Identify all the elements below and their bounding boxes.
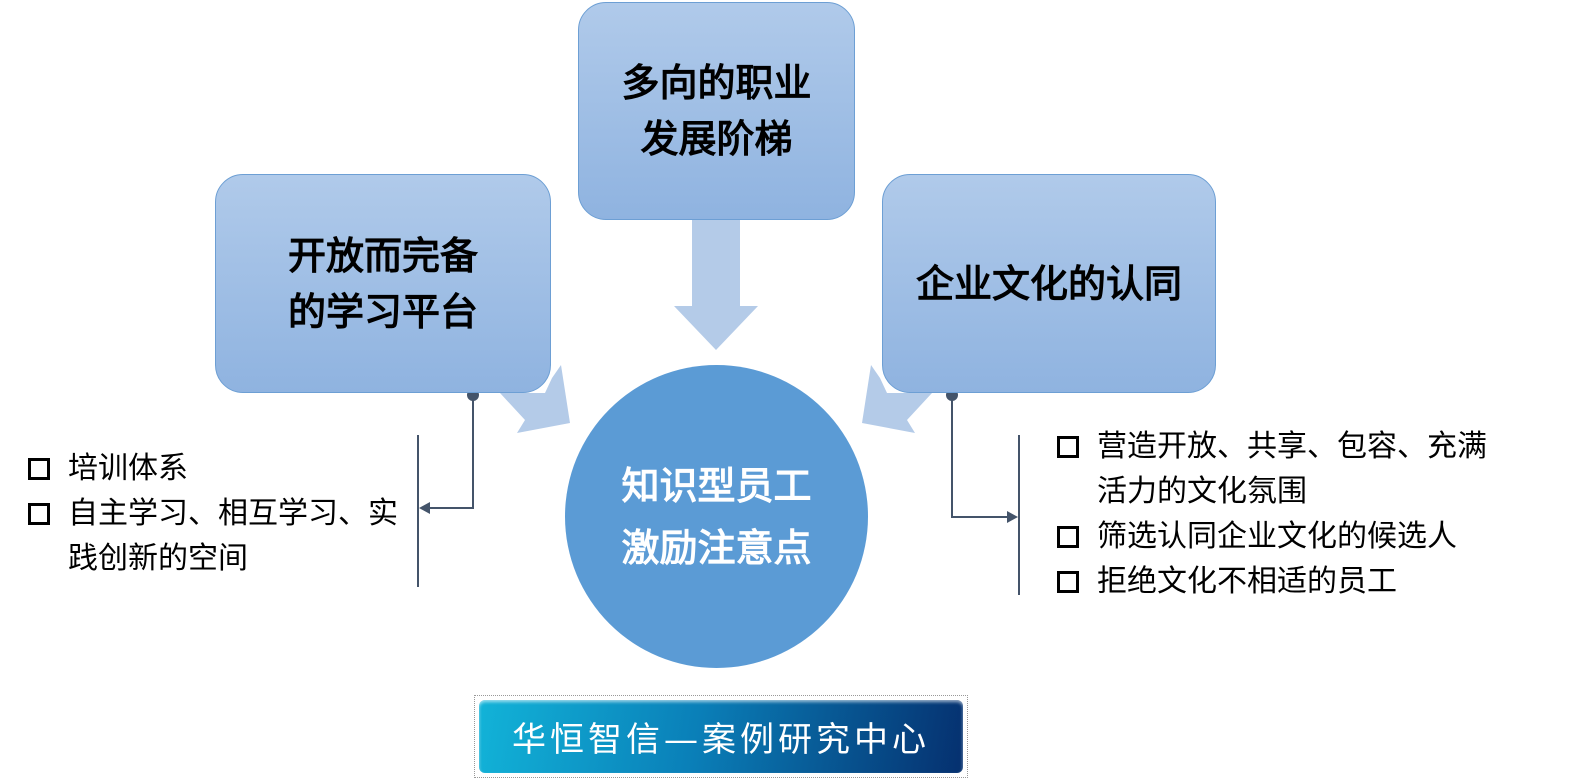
top-box-career-ladder: 多向的职业发展阶梯 [578,2,855,220]
down-arrow [674,220,758,350]
right-arrowhead [1007,511,1018,523]
list-item: 营造开放、共享、包容、充满活力的文化氛围 [1057,424,1557,514]
top-box-line2: 发展阶梯 [640,117,793,161]
list-item: 筛选认同企业文化的候选人 [1057,514,1557,559]
right-connector [951,395,1010,518]
top-box-line1: 多向的职业 [621,61,812,105]
list-item-text: 筛选认同企业文化的候选人 [1097,519,1457,554]
left-arrowhead [419,502,430,514]
list-item: 自主学习、相互学习、实践创新的空间 [28,491,418,581]
right-box-line1: 企业文化的认同 [915,261,1182,306]
center-line2: 激励注意点 [621,525,812,570]
center-line1: 知识型员工 [621,463,812,508]
list-item-text: 培训体系 [68,451,188,486]
footer-banner: 华恒智信—案例研究中心 [474,695,968,778]
checkbox-icon [1057,571,1079,593]
left-box-line2: 的学习平台 [287,289,478,334]
checkbox-icon [28,503,50,525]
center-circle: 知识型员工激励注意点 [565,365,868,668]
list-item-text: 营造开放、共享、包容、充满活力的文化氛围 [1097,429,1487,509]
list-item: 拒绝文化不相适的员工 [1057,559,1557,604]
left-connector [426,395,474,509]
left-diagonal-arrow [500,365,570,433]
banner-text: 华恒智信—案例研究中心 [479,700,963,773]
right-box-culture: 企业文化的认同 [882,174,1216,393]
list-item-text: 自主学习、相互学习、实践创新的空间 [68,496,398,576]
checkbox-icon [28,458,50,480]
list-item-text: 拒绝文化不相适的员工 [1097,564,1397,599]
right-diagonal-arrow [862,365,932,433]
left-list: 培训体系 自主学习、相互学习、实践创新的空间 [28,446,418,581]
left-box-line1: 开放而完备 [287,233,478,278]
right-list: 营造开放、共享、包容、充满活力的文化氛围 筛选认同企业文化的候选人 拒绝文化不相… [1057,424,1557,604]
checkbox-icon [1057,436,1079,458]
left-box-learning-platform: 开放而完备的学习平台 [215,174,551,393]
checkbox-icon [1057,526,1079,548]
list-item: 培训体系 [28,446,418,491]
